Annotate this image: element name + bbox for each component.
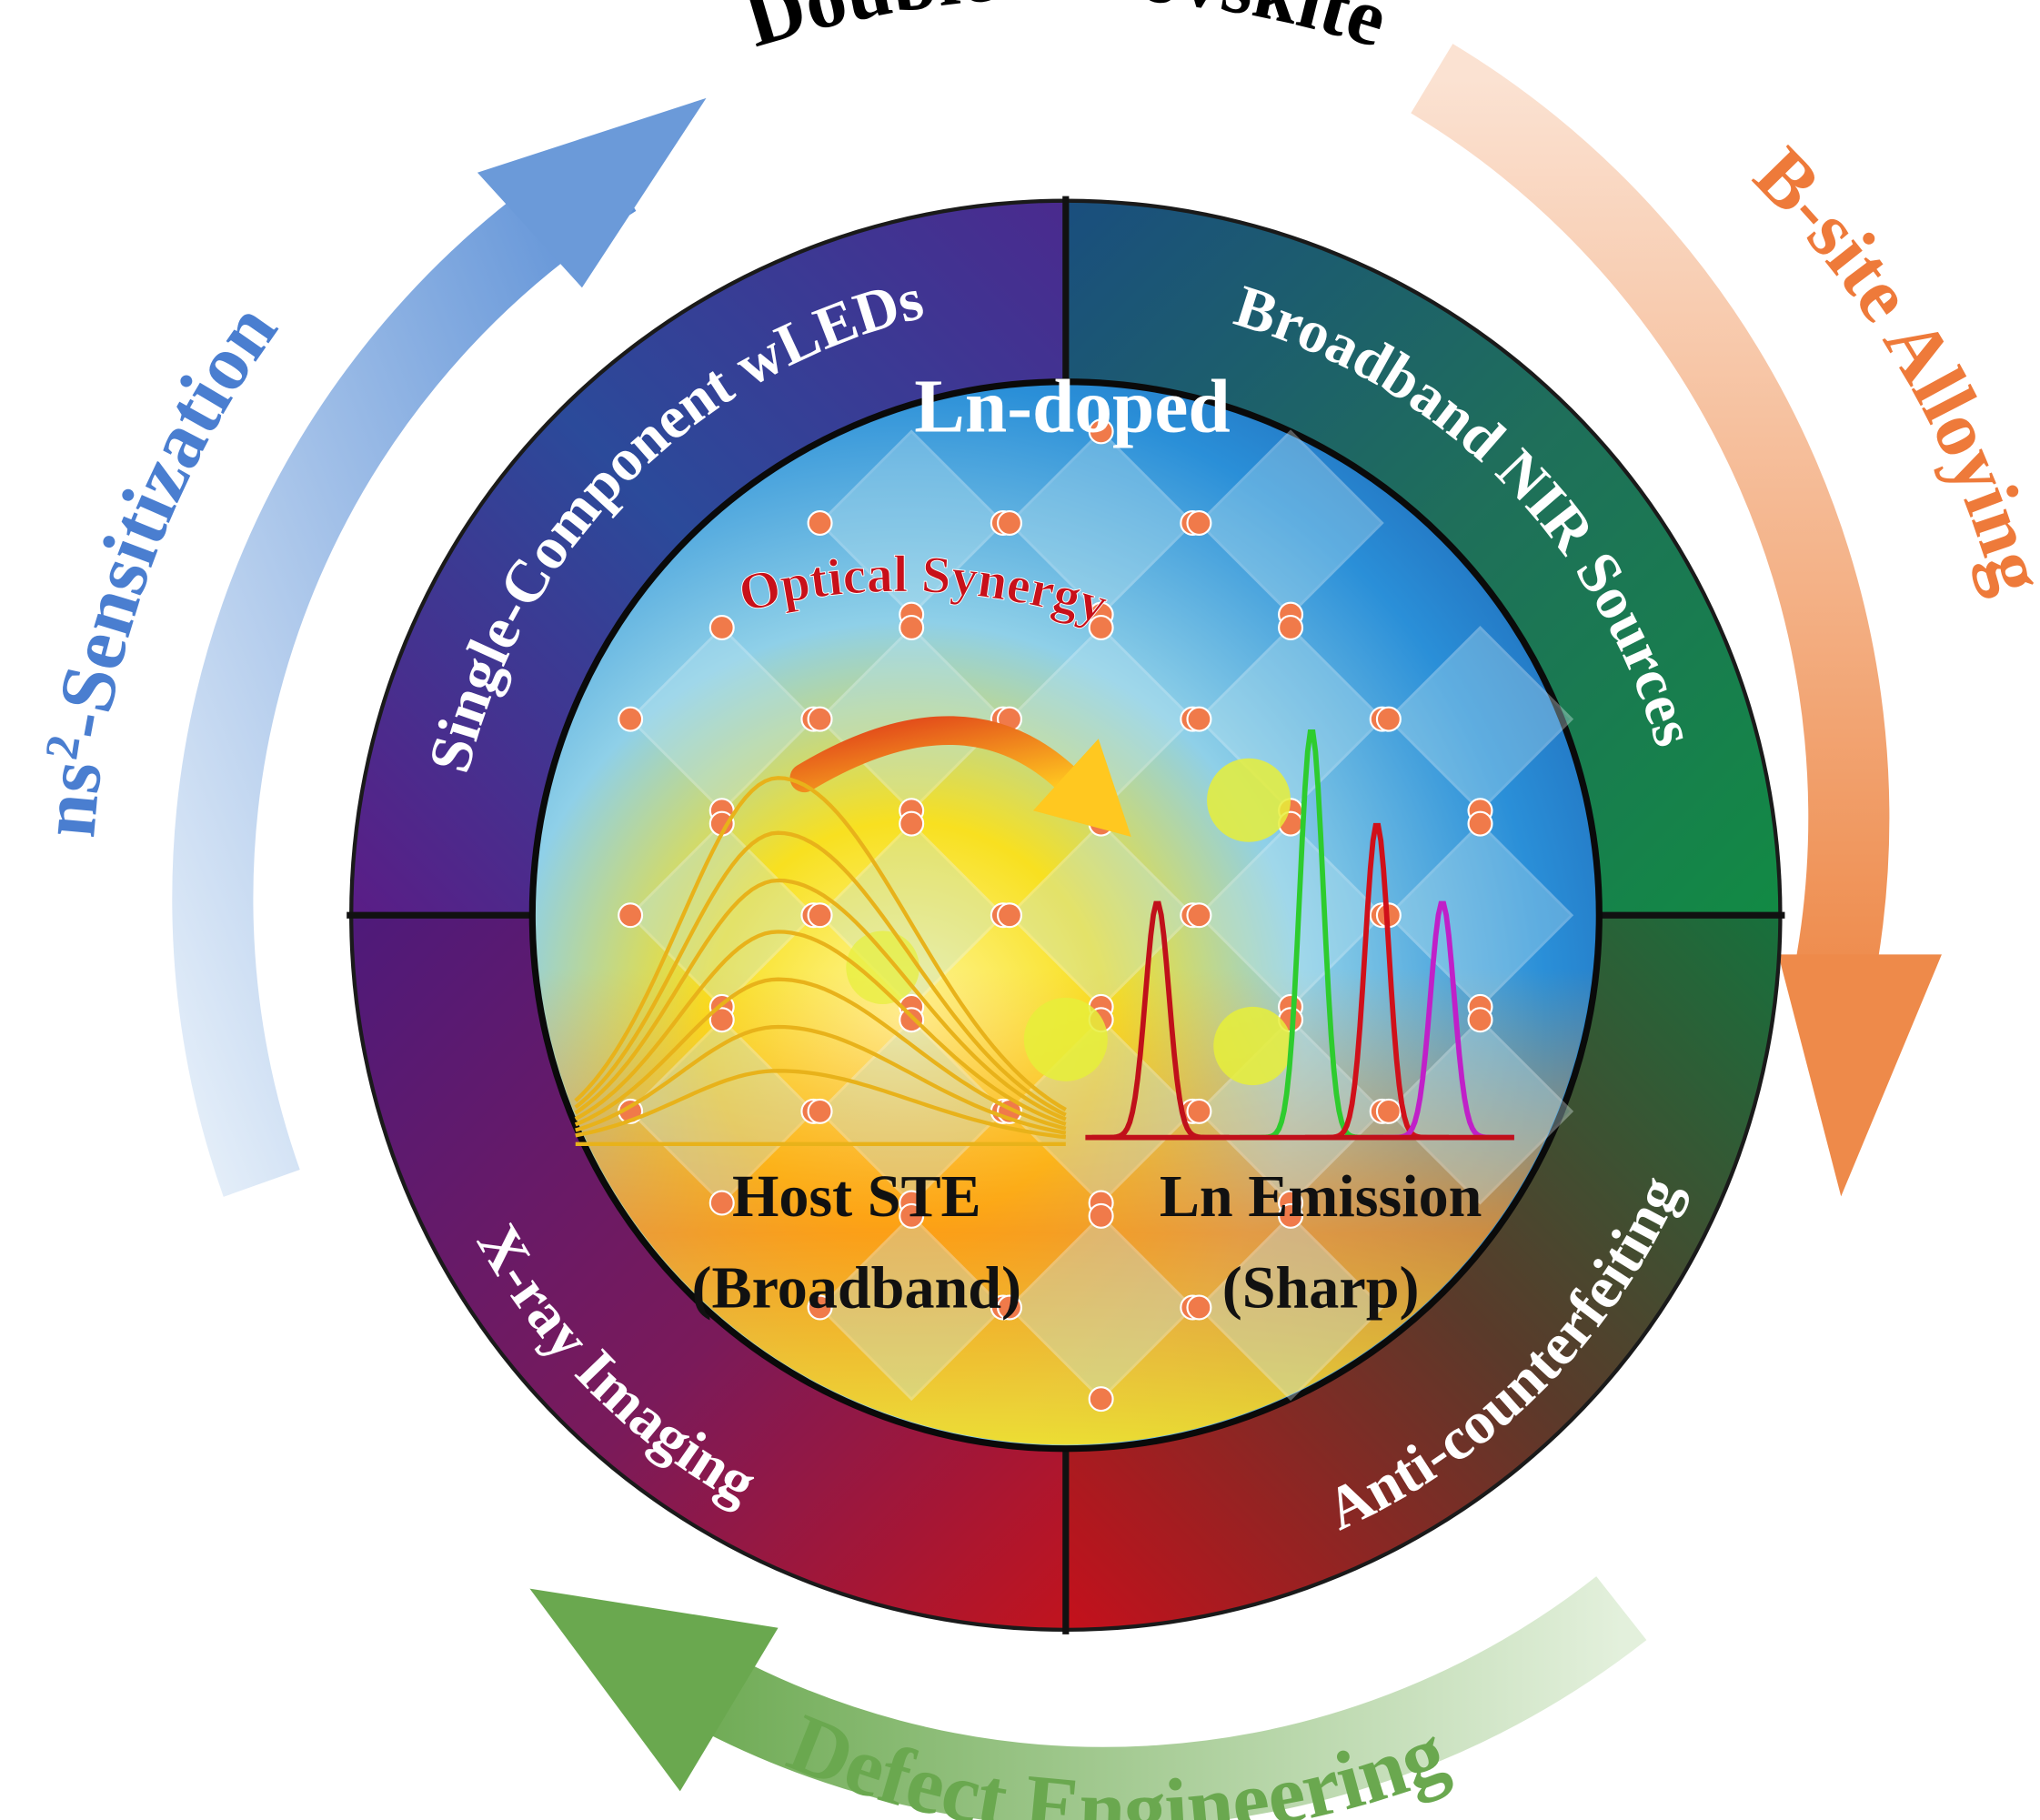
halide-atom bbox=[996, 902, 1023, 929]
broadband-curve bbox=[574, 977, 1067, 1131]
halide-atom bbox=[618, 902, 644, 929]
sharp-emission-peaks bbox=[1085, 729, 1514, 1141]
orange-cycle-arrow bbox=[1411, 44, 1942, 1197]
broadband-curve bbox=[574, 878, 1067, 1121]
broadband-curve bbox=[574, 930, 1067, 1127]
halide-atom bbox=[708, 1190, 735, 1216]
halide-atom bbox=[807, 1098, 833, 1124]
broadband-curve bbox=[574, 776, 1067, 1111]
title-double-perovskite: Double Perovskite bbox=[735, 0, 1397, 65]
halide-atom bbox=[996, 1294, 1023, 1321]
halide-atom bbox=[1088, 418, 1114, 445]
halide-atom bbox=[807, 902, 833, 929]
halide-atom bbox=[807, 706, 833, 732]
ln-emission-label: Ln Emission bbox=[1160, 1163, 1482, 1230]
b-site-atom bbox=[1207, 758, 1291, 842]
octahedron bbox=[1197, 1213, 1384, 1402]
host-ste-label: Host STE bbox=[732, 1163, 981, 1230]
halide-atom bbox=[1186, 1098, 1212, 1124]
b-site-atom bbox=[846, 930, 920, 1004]
b-site-atom bbox=[1213, 1006, 1292, 1086]
halide-atom bbox=[807, 1294, 833, 1321]
halide-atom bbox=[1186, 509, 1212, 537]
halide-atom bbox=[1088, 614, 1114, 641]
halide-atom bbox=[1278, 1202, 1304, 1229]
halide-atom bbox=[1375, 1098, 1402, 1124]
energy-transfer-arrow bbox=[789, 716, 1131, 837]
blue-cycle-arrow bbox=[172, 97, 707, 1197]
center-heading-ln-doped: Ln-doped bbox=[914, 365, 1230, 448]
halide-atom bbox=[1186, 1294, 1212, 1321]
broadband-curve bbox=[575, 1024, 1067, 1135]
halide-atom bbox=[899, 614, 925, 641]
lattice-atoms bbox=[618, 418, 1493, 1413]
halide-atom bbox=[1088, 1202, 1114, 1229]
b-site-atom bbox=[1023, 997, 1108, 1081]
halide-atom bbox=[899, 1202, 925, 1229]
halide-atom bbox=[1278, 614, 1304, 641]
halide-atom bbox=[618, 706, 644, 732]
halide-atom bbox=[1375, 706, 1402, 732]
halide-atom bbox=[807, 509, 833, 537]
broadband-curve bbox=[574, 830, 1067, 1117]
halide-atom bbox=[1186, 902, 1212, 929]
halide-atom bbox=[1467, 810, 1493, 837]
broadband-curve bbox=[575, 1069, 1067, 1140]
host-broadband-label: (Broadband) bbox=[692, 1255, 1022, 1322]
halide-atom bbox=[996, 509, 1023, 537]
octahedron bbox=[1386, 1018, 1574, 1205]
halide-atom bbox=[708, 614, 735, 641]
halide-atom bbox=[708, 1007, 735, 1033]
broadband-emission-curves bbox=[574, 776, 1067, 1140]
halide-atom bbox=[899, 810, 925, 837]
halide-atom bbox=[1186, 706, 1212, 732]
halide-atom bbox=[1088, 1386, 1114, 1413]
halide-atom bbox=[1467, 1007, 1493, 1033]
halide-atom bbox=[899, 1007, 925, 1033]
ln-sharp-label: (Sharp) bbox=[1222, 1255, 1420, 1322]
green-cycle-arrow bbox=[529, 1576, 1647, 1820]
octahedron bbox=[818, 1213, 1005, 1402]
